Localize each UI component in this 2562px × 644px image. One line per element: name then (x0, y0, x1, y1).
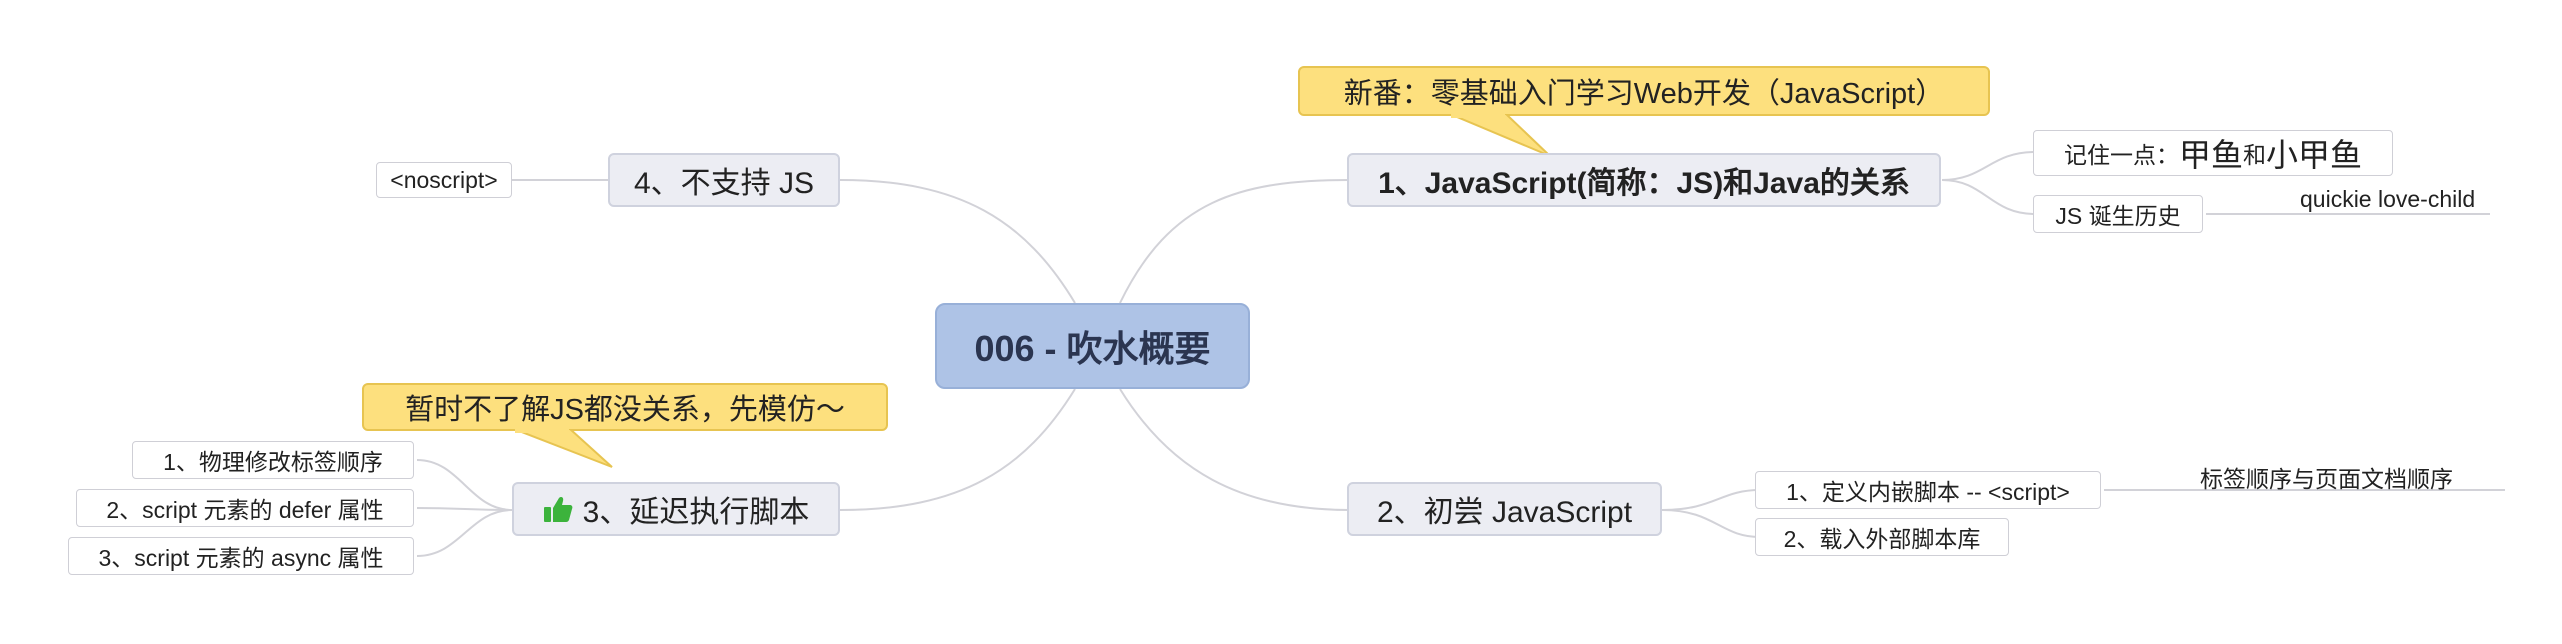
remember-prefix: 记住一点： (2063, 142, 2179, 168)
branch-defer-script[interactable]: 3、延迟执行脚本 (512, 482, 840, 536)
connector-b3-async (416, 509, 513, 557)
topic-js-history[interactable]: JS 诞生历史 (2033, 195, 2203, 233)
branch-defer-script-label: 3、延迟执行脚本 (582, 496, 810, 529)
branch-try-javascript[interactable]: 2、初尝 JavaScript (1347, 482, 1662, 536)
branch-no-js-support-label: 4、不支持 JS (633, 167, 815, 200)
branch-js-and-java-label: 1、JavaScript(简称：JS)和Java的关系 (1378, 167, 1910, 200)
connector-b3-order (416, 459, 513, 511)
callout-tail (514, 429, 613, 468)
defer-attribute-label: 2、script 元素的 defer 属性 (106, 497, 384, 523)
remember-xiaojiayu: 小甲鱼 (2266, 137, 2363, 173)
branch-no-js-support[interactable]: 4、不支持 JS (608, 153, 840, 207)
remember-jiayu: 甲鱼 (2178, 137, 2243, 173)
js-history-label: JS 诞生历史 (2055, 203, 2181, 229)
topic-external-script[interactable]: 2、载入外部脚本库 (1755, 518, 2009, 556)
connector-b2-external (1661, 509, 1761, 538)
callout-tail (1450, 114, 1551, 157)
connector-root-b3 (839, 388, 1076, 511)
branch-try-javascript-label: 2、初尝 JavaScript (1376, 496, 1633, 529)
js-history-note: quickie love-child (2300, 186, 2476, 212)
reorder-tags-label: 1、物理修改标签顺序 (163, 449, 383, 475)
connector-b2-inline (1661, 489, 1761, 511)
topic-reorder-tags[interactable]: 1、物理修改标签顺序 (132, 441, 414, 479)
central-topic[interactable]: 006 - 吹水概要 (935, 303, 1250, 389)
callout-b1[interactable]: 新番：零基础入门学习Web开发（JavaScript） (1298, 66, 1990, 157)
connector-b1-remember (1941, 151, 2036, 181)
async-attribute-label: 3、script 元素的 async 属性 (98, 545, 384, 571)
inline-script-note: 标签顺序与页面文档顺序 (2200, 466, 2453, 492)
inline-script-label: 1、定义内嵌脚本 -- <script> (1786, 479, 2070, 505)
external-script-label: 2、载入外部脚本库 (1783, 526, 1981, 552)
connector-root-b4 (839, 179, 1076, 304)
thumbs-up-icon (543, 497, 573, 522)
remember-and: 和 (2243, 142, 2266, 168)
noscript-label: <noscript> (390, 166, 498, 193)
callout-b3[interactable]: 暂时不了解JS都没关系，先模仿～ (362, 383, 888, 468)
topic-remember[interactable]: 记住一点： 甲鱼 和 小甲鱼 (2033, 130, 2393, 176)
callout-b3-text: 暂时不了解JS都没关系，先模仿～ (405, 394, 845, 426)
connector-b1-history (1941, 179, 2036, 215)
connector-root-b2 (1119, 388, 1351, 511)
branch-js-and-java[interactable]: 1、JavaScript(简称：JS)和Java的关系 (1347, 153, 1941, 207)
topic-noscript[interactable]: <noscript> (376, 162, 512, 198)
topic-async-attribute[interactable]: 3、script 元素的 async 属性 (68, 537, 414, 575)
topic-defer-attribute[interactable]: 2、script 元素的 defer 属性 (76, 489, 414, 527)
topic-inline-script[interactable]: 1、定义内嵌脚本 -- <script> (1755, 471, 2101, 509)
connector-root-b1 (1119, 179, 1351, 304)
connector-b3-defer (416, 507, 513, 511)
callout-b1-text: 新番：零基础入门学习Web开发（JavaScript） (1343, 78, 1945, 110)
